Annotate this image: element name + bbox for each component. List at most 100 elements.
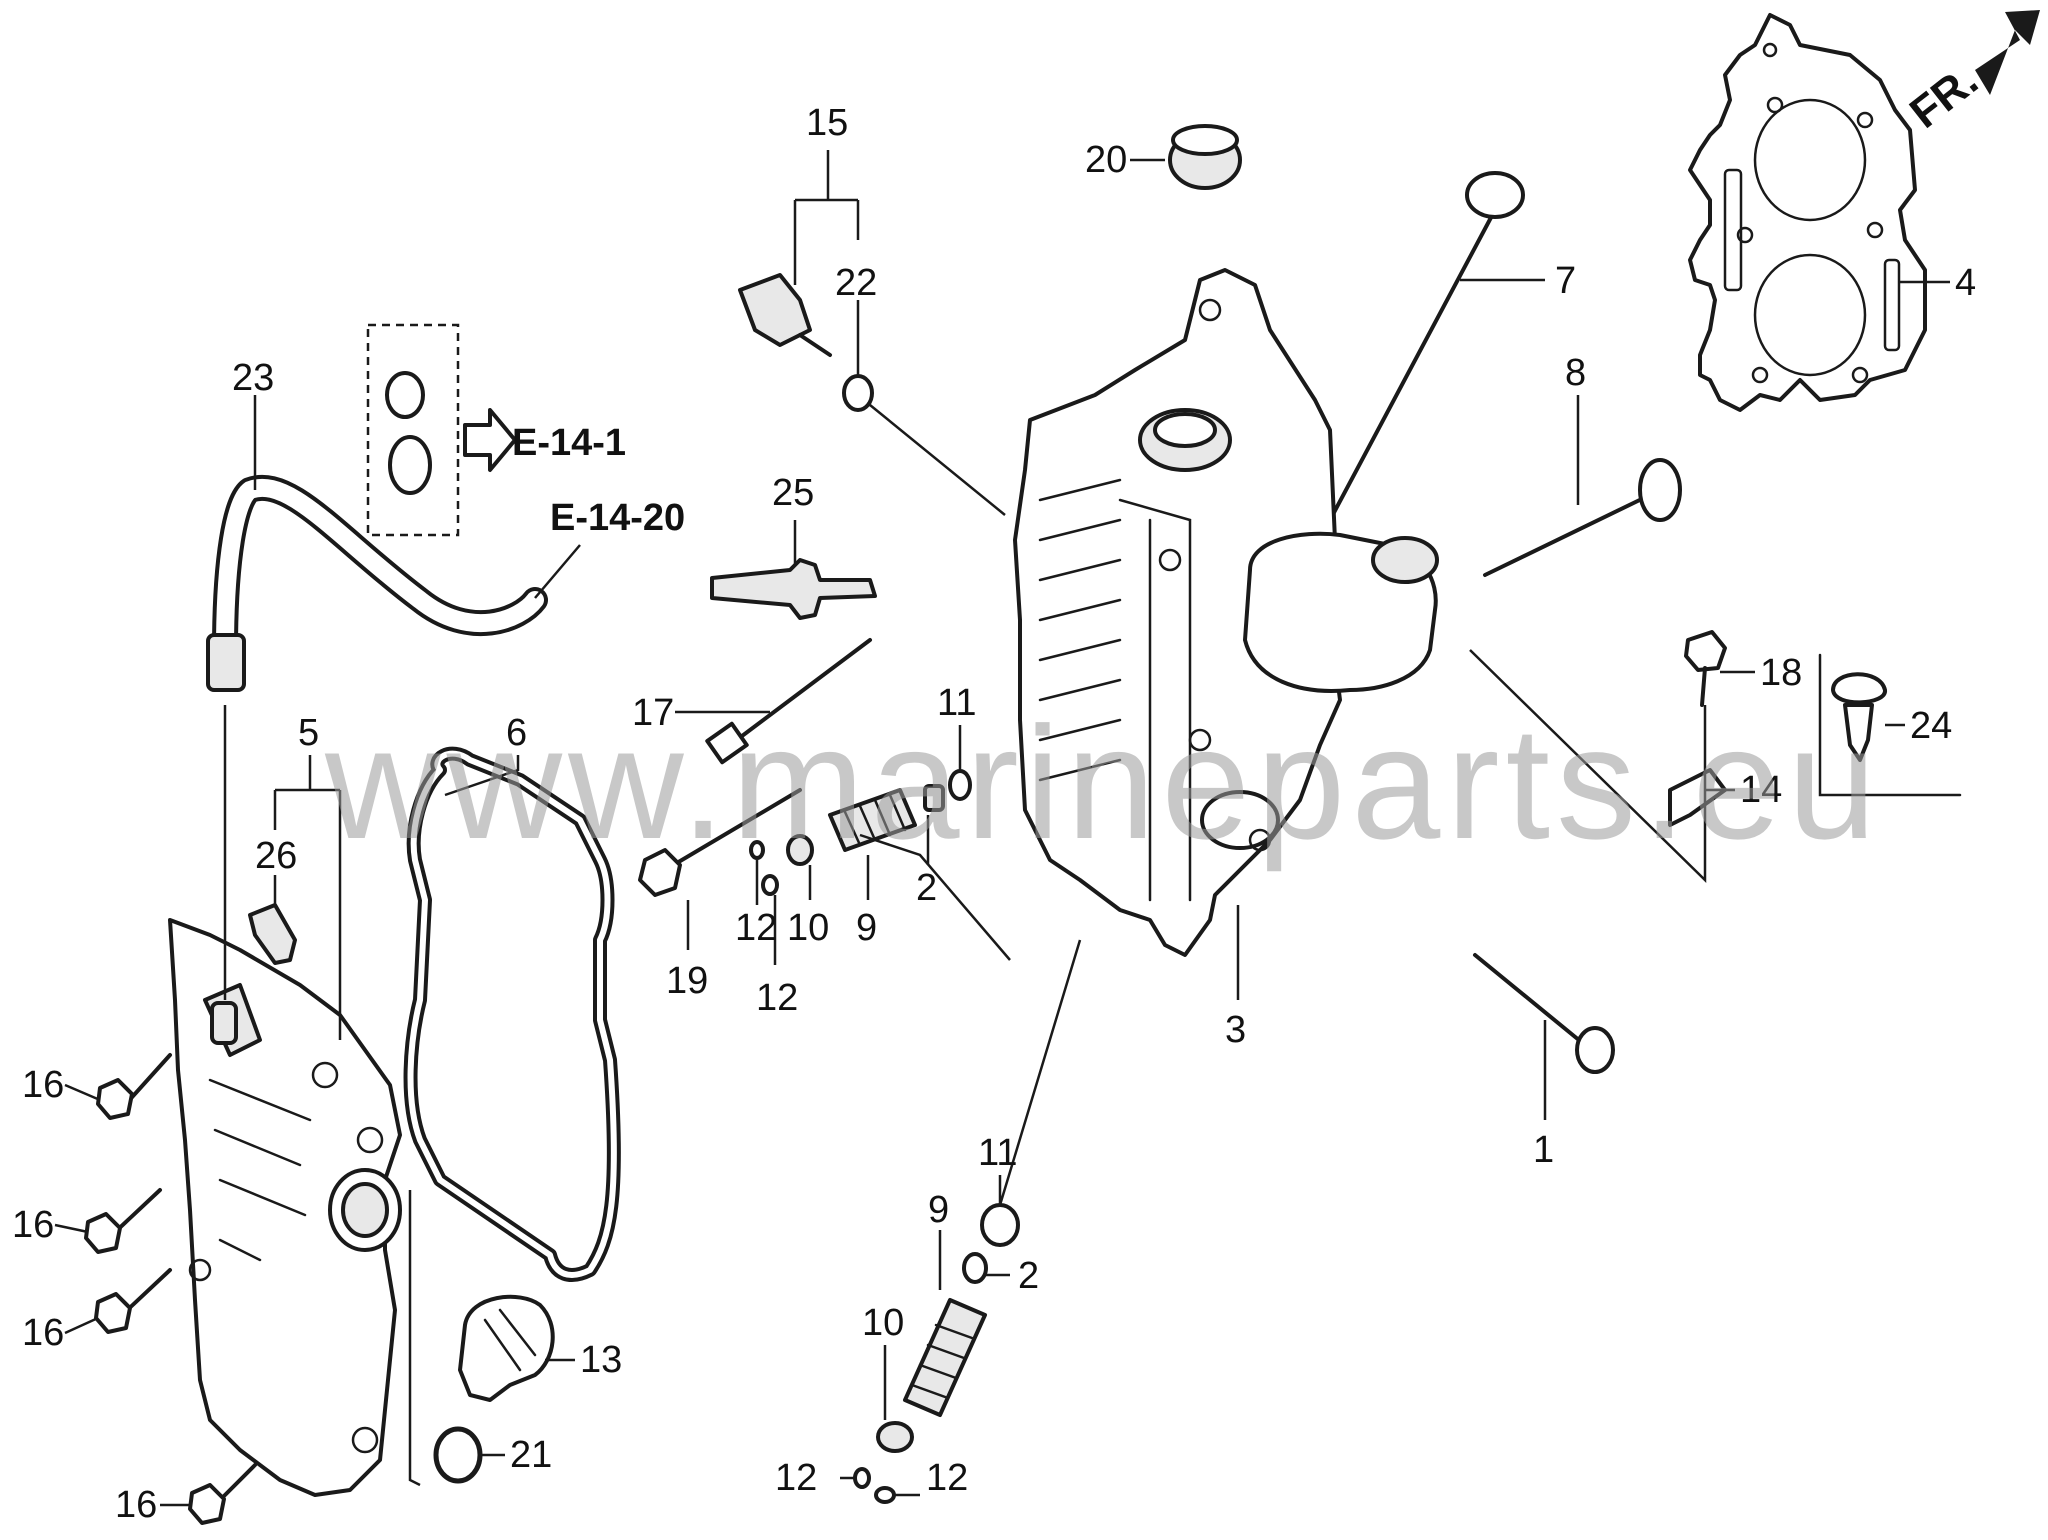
spring-lower-coils: [910, 1323, 974, 1400]
reference-arrow-icon: [463, 408, 517, 472]
callout-22: 22: [835, 262, 877, 304]
leader-16c: [64, 1316, 99, 1335]
stud-bolt-shaft: [728, 638, 872, 747]
callout-16: 16: [22, 1312, 64, 1354]
leader-gasket-head-cover: [859, 833, 1011, 961]
callout-16: 16: [115, 1484, 157, 1526]
callout-9: 9: [856, 907, 877, 949]
leader-14: [1469, 649, 1735, 883]
rocker-lower-group: [853, 1203, 1020, 1504]
front-arrow-icon: [1975, 10, 2040, 95]
leader-6: [444, 755, 520, 797]
keeper-upper-a: [749, 840, 765, 860]
fitting-drawing: [248, 903, 297, 965]
leader-16b: [54, 1223, 89, 1234]
clamp-lower: [388, 435, 432, 495]
spark-plug-drawing: [710, 558, 877, 620]
fr-label: FR.: [1901, 56, 1987, 138]
clip-stem: [1843, 703, 1874, 762]
cap-upper: [786, 834, 814, 866]
callout-21: 21: [510, 1434, 552, 1476]
reference-e-14-1: E-14-1: [512, 422, 626, 464]
washer-lower: [980, 1203, 1020, 1247]
valve-lower-head: [1638, 458, 1682, 522]
callout-16: 16: [12, 1204, 54, 1246]
seal-inner: [1171, 124, 1239, 156]
clip-head: [1831, 672, 1887, 705]
gasket-hole-2: [1856, 111, 1874, 129]
washer-upper: [948, 769, 972, 801]
temperature-sensor-drawing: [738, 273, 874, 412]
valve-long-drawing: [1473, 953, 1615, 1074]
callout-26: 26: [255, 835, 297, 877]
clamp-upper: [385, 371, 425, 419]
o-ring: [433, 1426, 483, 1484]
cylinder-head-fins-1: [1038, 478, 1122, 782]
gasket-hole-3: [1866, 221, 1884, 239]
callout-24: 24: [1910, 705, 1952, 747]
callout-18: 18: [1760, 652, 1802, 694]
callout-6: 6: [506, 712, 527, 754]
callout-17: 17: [632, 692, 674, 734]
cover-bolt-2: [84, 1188, 162, 1254]
cylinder-head-bolt-hole-4: [1248, 828, 1272, 852]
bolt-19-drawing: [638, 788, 802, 897]
head-cover-bolt-hole-2: [356, 1126, 384, 1154]
callout-25: 25: [772, 472, 814, 514]
cover-gasket-inner: [407, 750, 617, 1278]
seal-drawing: [1168, 124, 1242, 190]
callout-11: 11: [937, 682, 976, 724]
cover-bolts: [84, 1053, 257, 1525]
stud-bolt-drawing: [705, 638, 872, 765]
cover-bolt-3-head: [94, 1292, 132, 1334]
callout-7: 7: [1555, 260, 1576, 302]
bolt-19-head: [638, 848, 682, 897]
breather-hose-inner: [216, 479, 544, 659]
exhaust-port: [1200, 790, 1280, 850]
cover-bolt-4-head: [188, 1483, 226, 1525]
gasket-hole-1: [1766, 96, 1784, 114]
cross-references: E-14-1 E-14-20: [512, 422, 685, 539]
small-bolt-bracket-drawing: [1668, 630, 1727, 827]
callout-5: 5: [298, 712, 319, 754]
cover-bolt-2-head: [84, 1212, 122, 1254]
callout-labels: 1 2 2 3 4 5 6 7 8 9 9 10 10 11 11 12 12 …: [12, 102, 1976, 1526]
clamp-inset: [366, 323, 517, 537]
callout-14: 14: [1740, 769, 1782, 811]
clip-bracket-line: [1818, 653, 1962, 797]
gasket-slot-right: [1883, 258, 1901, 352]
retainer-upper: [923, 784, 945, 812]
callout-19: 19: [666, 960, 708, 1002]
valve-long-head: [1575, 1026, 1615, 1074]
spring-lower: [903, 1298, 987, 1417]
breather-hose-end: [206, 633, 246, 692]
cover-bolt-4: [188, 1463, 257, 1525]
sensor-body: [738, 273, 812, 347]
cylinder-head-bolt-hole-1: [1198, 298, 1222, 322]
cylinder-head-body: [1013, 268, 1342, 957]
keeper-lower-a: [853, 1467, 871, 1489]
callout-20: 20: [1085, 139, 1127, 181]
keeper-lower-b: [874, 1486, 896, 1504]
cover-gasket-drawing: [403, 746, 621, 1282]
head-cover-drawing: [168, 918, 402, 1497]
callout-15: 15: [806, 102, 848, 144]
valve-long-stem: [1473, 953, 1587, 1047]
cylinder-head-bolt-hole-2: [1158, 548, 1182, 572]
sensor-tip: [798, 333, 832, 357]
cover-bolt-3: [94, 1268, 172, 1334]
bracket: [1668, 768, 1727, 827]
callout-12: 12: [756, 977, 798, 1019]
spark-plug-body: [710, 558, 877, 620]
gasket-hole-5: [1751, 366, 1769, 384]
cap-lower: [876, 1421, 914, 1453]
spring-upper-coils: [843, 793, 907, 847]
callout-8: 8: [1565, 352, 1586, 394]
oil-filler-neck-inner: [341, 1182, 389, 1238]
watermark: www.marineparts.eu: [324, 693, 1882, 872]
filler-cap-grip: [483, 1308, 537, 1372]
head-gasket-drawing: [1688, 13, 1927, 412]
callout-13: 13: [580, 1339, 622, 1381]
head-cover-bolt-hole-3: [351, 1426, 379, 1454]
